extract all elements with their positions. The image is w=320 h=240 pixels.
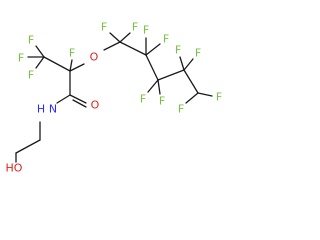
atom-f13: F [178, 103, 184, 116]
bond-c4-c5 [119, 41, 147, 56]
atom-f12: F [195, 47, 201, 60]
bond-c3-o-carbonyl-double [72, 99, 87, 108]
bond-c4-f5 [109, 32, 121, 43]
bond-o-ether-c4 [103, 41, 121, 51]
atom-o-carbonyl: O [91, 99, 100, 112]
bond-c1-c2 [43, 56, 71, 72]
atom-f1: F [28, 34, 34, 47]
atom-f10: F [159, 95, 165, 108]
atom-n-amide: N [49, 103, 57, 116]
bond-c6-c7 [157, 69, 185, 81]
atom-f5: F [101, 21, 107, 34]
atom-f14: F [216, 91, 222, 104]
bond-c5-f8 [145, 43, 161, 56]
bond-c6-f10 [157, 79, 161, 95]
atom-f2: F [18, 52, 24, 65]
atom-o-ether: O [90, 51, 99, 64]
bond-c1-f1 [35, 45, 45, 58]
atom-f7: F [143, 24, 149, 37]
bond-c7-f12 [183, 58, 194, 71]
bond-c8-f14 [197, 92, 213, 97]
bond-c4-f6 [119, 32, 131, 43]
bonds [15, 32, 213, 163]
atom-f11: F [175, 44, 181, 57]
bond-c3-n [56, 94, 71, 104]
bond-c7-c8 [183, 69, 199, 94]
atom-oh-group: HO [6, 162, 23, 175]
bond-c3-o-carbonyl [69, 94, 87, 104]
bond-c5-c6 [145, 54, 159, 81]
bond-c7-f11 [179, 56, 185, 71]
atom-f3: F [28, 69, 34, 82]
atom-f6: F [132, 21, 138, 34]
bond-c2-f4 [69, 59, 73, 72]
atom-f4: F [69, 47, 75, 60]
molecule-diagram: F F F F O F F F F F F F F F F O N H HO [6, 21, 223, 175]
atom-f9: F [140, 93, 146, 106]
bond-c6-f9 [147, 79, 159, 93]
bond-c8-f13 [185, 92, 199, 104]
atom-h-amide: H [37, 103, 45, 116]
bond-c9-c10 [15, 139, 41, 154]
bond-c2-o-ether [69, 63, 85, 72]
atom-labels: F F F F O F F F F F F F F F F O N H HO [6, 21, 223, 175]
atom-f8: F [163, 33, 169, 46]
bond-c1-f3 [35, 56, 45, 69]
